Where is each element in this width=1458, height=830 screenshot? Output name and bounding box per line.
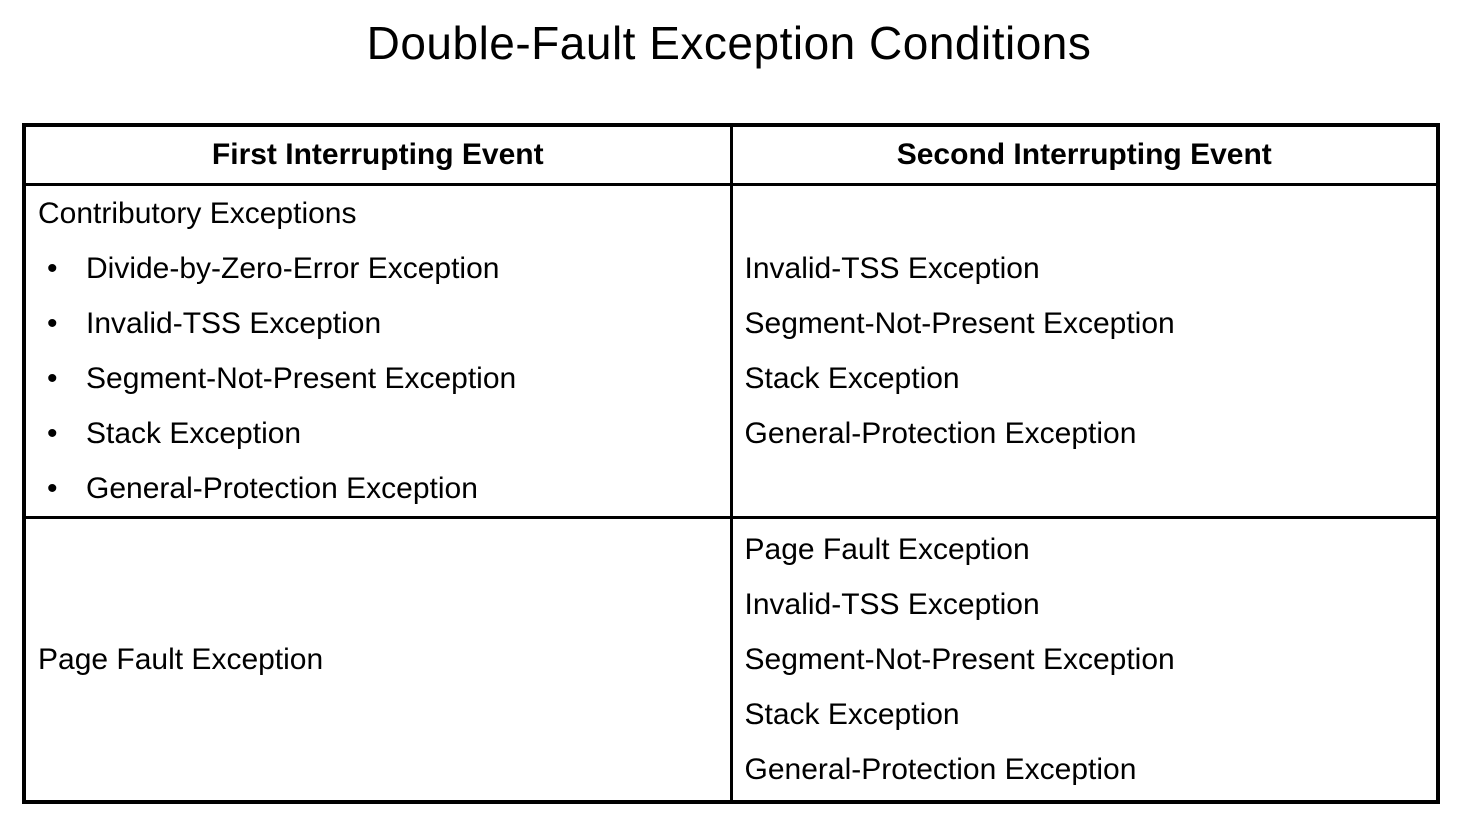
list-item: Segment-Not-Present Exception bbox=[38, 351, 720, 406]
contributory-exceptions-label: Contributory Exceptions bbox=[38, 197, 357, 230]
list-item: Divide-by-Zero-Error Exception bbox=[38, 241, 720, 296]
list-item: General-Protection Exception bbox=[38, 461, 720, 516]
page-fault-label: Page Fault Exception bbox=[38, 642, 324, 676]
table-row-page-fault: Page Fault Exception Page Fault Exceptio… bbox=[22, 516, 1440, 803]
contributory-exceptions-list: Divide-by-Zero-Error Exception Invalid-T… bbox=[38, 241, 720, 516]
col-header-second-interrupting-event: Second Interrupting Event bbox=[729, 123, 1440, 186]
second-event-line: Stack Exception bbox=[744, 362, 960, 395]
table-row-contributory-exceptions: Contributory Exceptions Divide-by-Zero-E… bbox=[22, 183, 1440, 519]
list-item: Invalid-TSS Exception bbox=[38, 296, 720, 351]
cell-first-event-page-fault: Page Fault Exception bbox=[22, 516, 733, 803]
second-event-line: Invalid-TSS Exception bbox=[744, 587, 1040, 621]
cell-second-event-page-fault: Page Fault Exception Invalid-TSS Excepti… bbox=[729, 516, 1440, 803]
second-event-line: Page Fault Exception bbox=[744, 532, 1030, 566]
second-event-line: General-Protection Exception bbox=[744, 417, 1137, 450]
page-title: Double-Fault Exception Conditions bbox=[366, 17, 1092, 69]
cell-second-event-contributory: Invalid-TSS Exception Segment-Not-Presen… bbox=[729, 183, 1440, 519]
list-item: Stack Exception bbox=[38, 406, 720, 461]
second-event-line: Invalid-TSS Exception bbox=[744, 252, 1040, 285]
second-event-line: Segment-Not-Present Exception bbox=[744, 307, 1175, 340]
cell-first-event-contributory: Contributory Exceptions Divide-by-Zero-E… bbox=[22, 183, 733, 519]
header-row: First Interrupting Event Second Interrup… bbox=[22, 123, 1440, 186]
col-header-first-interrupting-event: First Interrupting Event bbox=[22, 123, 733, 186]
second-event-line: General-Protection Exception bbox=[744, 752, 1137, 786]
double-fault-conditions-table: First Interrupting Event Second Interrup… bbox=[22, 123, 1440, 804]
second-event-line: Segment-Not-Present Exception bbox=[744, 642, 1175, 676]
second-event-line: Stack Exception bbox=[744, 697, 960, 731]
